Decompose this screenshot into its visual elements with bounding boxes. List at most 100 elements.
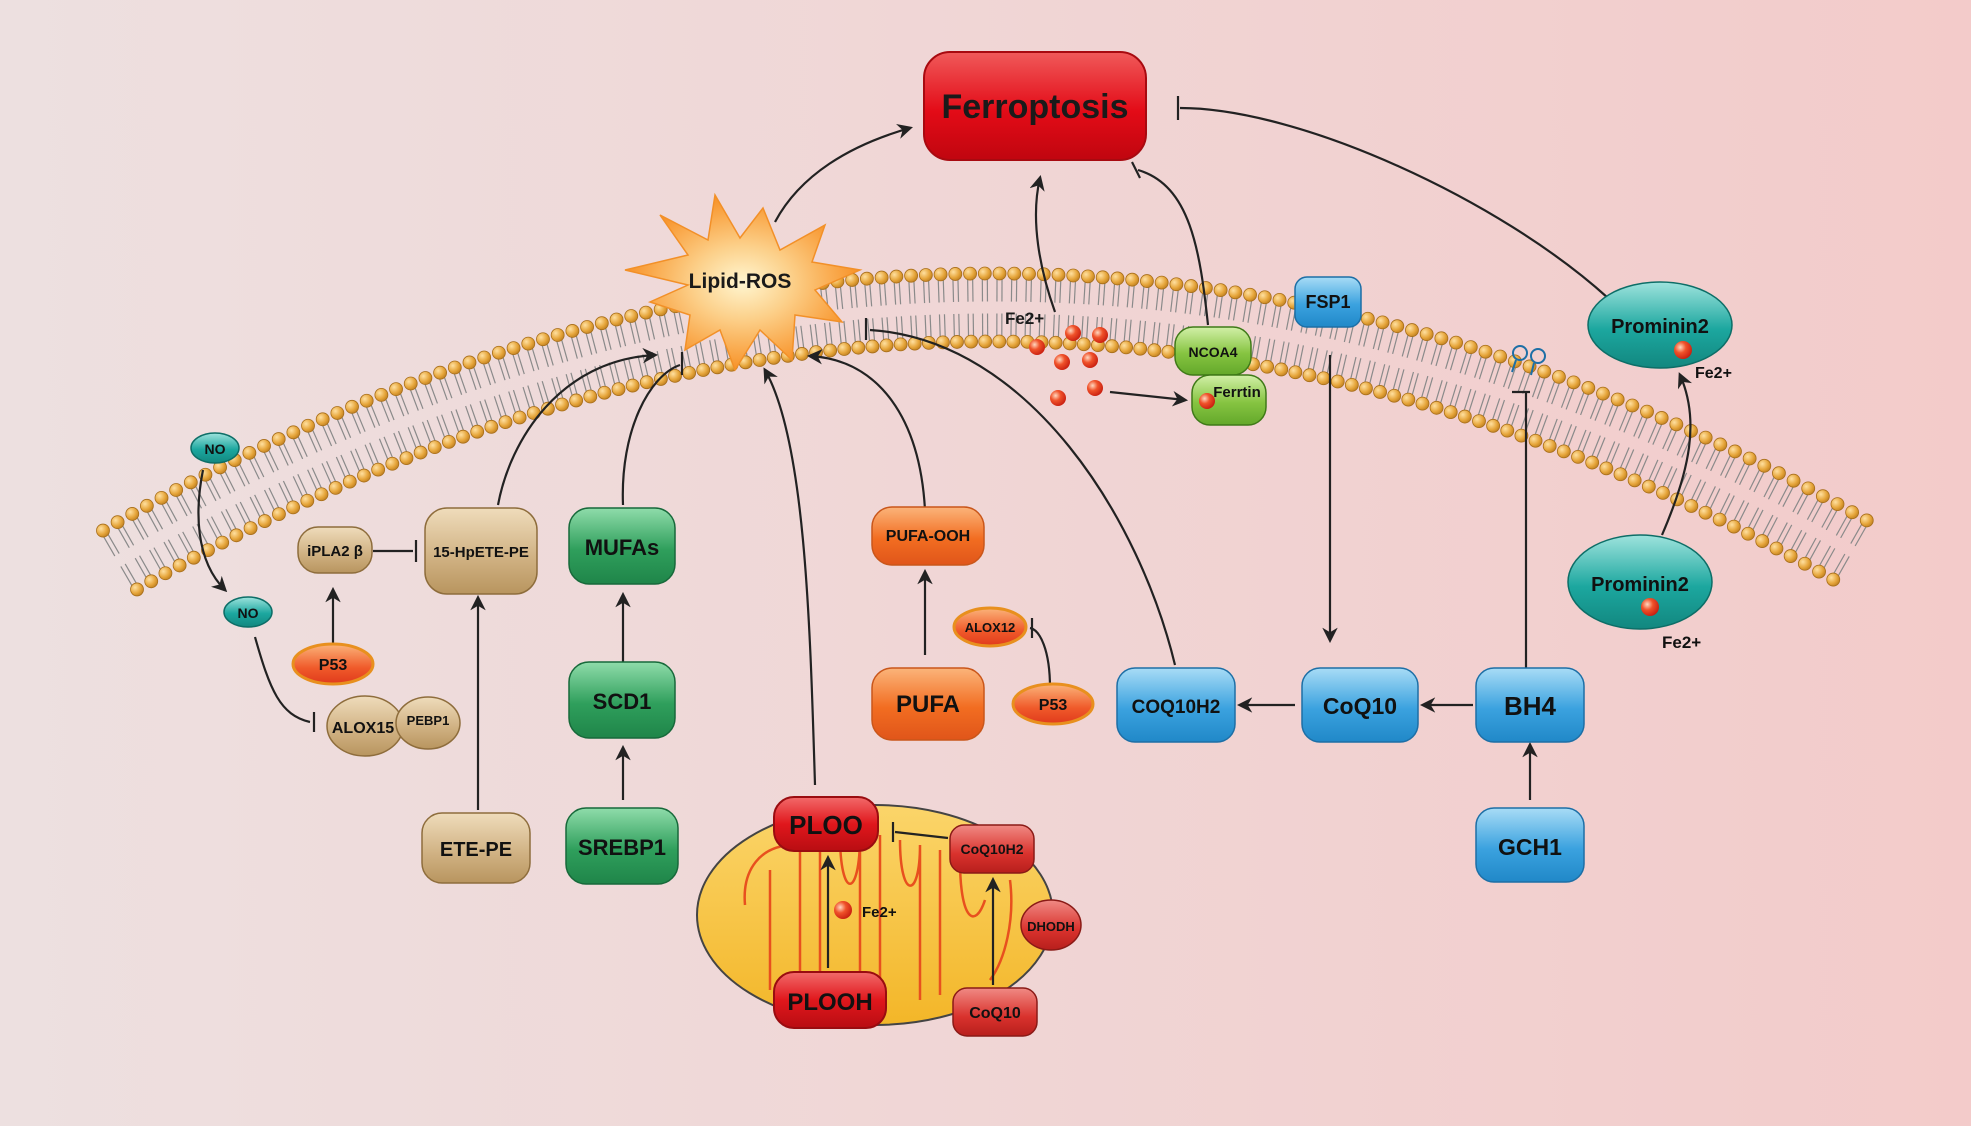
ploo-node: PLOO	[774, 797, 878, 851]
bh4-node: BH4	[1476, 668, 1584, 742]
lipid-head	[1126, 273, 1139, 286]
lipid-head	[1273, 293, 1286, 306]
lipid-head	[595, 317, 608, 330]
svg-text:Prominin2: Prominin2	[1611, 316, 1709, 338]
mufas-node: MUFAs	[569, 508, 675, 584]
coq10h2-mito-node: CoQ10H2	[950, 825, 1034, 873]
lipid-head	[640, 376, 653, 389]
svg-text:Ferrtin: Ferrtin	[1213, 384, 1261, 401]
svg-text:DHODH: DHODH	[1027, 919, 1075, 934]
lipid-head	[951, 335, 964, 348]
lipid-head	[434, 366, 447, 379]
lipid-head	[1402, 393, 1415, 406]
iron-ion-icon	[1641, 598, 1659, 616]
svg-text:CoQ10H2: CoQ10H2	[960, 841, 1023, 857]
lipid-head	[626, 379, 639, 392]
lipid-head	[598, 386, 611, 399]
svg-text:MUFAs: MUFAs	[585, 535, 660, 560]
lipid-head	[442, 435, 455, 448]
iron-ion-icon	[1092, 327, 1108, 343]
lipid-head	[1444, 406, 1457, 419]
lipid-head	[964, 267, 977, 280]
ferritin-node: Ferrtin	[1192, 375, 1266, 425]
lipid-head	[343, 475, 356, 488]
svg-text:ALOX15: ALOX15	[332, 720, 394, 737]
coq10h2-node: COQ10H2	[1117, 668, 1235, 742]
lipid-head	[243, 446, 256, 459]
lipid-head	[866, 340, 879, 353]
lipid-head	[965, 335, 978, 348]
svg-text:iPLA2 β: iPLA2 β	[307, 543, 363, 560]
lipid-head	[1067, 269, 1080, 282]
lipid-head	[375, 388, 388, 401]
lipid-head	[625, 309, 638, 322]
lipid-head	[507, 342, 520, 355]
svg-text:FSP1: FSP1	[1305, 292, 1350, 312]
lipid-head	[1586, 456, 1599, 469]
lipid-head	[1303, 369, 1316, 382]
lipid-head	[894, 338, 907, 351]
svg-text:PEBP1: PEBP1	[407, 713, 450, 728]
iron-ion-icon	[1029, 339, 1045, 355]
lipid-head	[767, 351, 780, 364]
lipid-head	[1714, 438, 1727, 451]
lipid-head	[1543, 439, 1556, 452]
lipid-head	[1501, 424, 1514, 437]
lipid-head	[1096, 271, 1109, 284]
lipid-head	[346, 400, 359, 413]
lipid-head	[170, 484, 183, 497]
iron-ion-icon	[1054, 354, 1070, 370]
lipid-head	[1552, 370, 1565, 383]
pufa-node: PUFA	[872, 668, 984, 740]
lipid-head	[428, 441, 441, 454]
lipid-head	[1148, 344, 1161, 357]
lipid-head	[96, 524, 109, 537]
lipid-head	[1798, 557, 1811, 570]
svg-text:NCOA4: NCOA4	[1188, 344, 1237, 360]
lipid-head	[187, 551, 200, 564]
lipid-head	[301, 494, 314, 507]
lipid-head	[230, 529, 243, 542]
fe2-prominin-top-label: Fe2+	[1695, 365, 1732, 382]
lipid-head	[795, 347, 808, 360]
lipid-head	[1472, 415, 1485, 428]
lipid-head	[499, 416, 512, 429]
lipid-head	[1405, 324, 1418, 337]
lipid-head	[697, 364, 710, 377]
lipid-head	[1258, 291, 1271, 304]
lipid-head	[1656, 486, 1669, 499]
lipid-head	[131, 583, 144, 596]
lipid-head	[1134, 342, 1147, 355]
lipid-head	[1155, 276, 1168, 289]
lipid-head	[272, 508, 285, 521]
lipid-head	[258, 515, 271, 528]
pufa-ooh-node: PUFA-OOH	[872, 507, 984, 565]
lipid-head	[357, 469, 370, 482]
lipid-head	[1572, 450, 1585, 463]
lipid-head	[1655, 411, 1668, 424]
lipid-head	[949, 267, 962, 280]
lipid-head	[1567, 376, 1580, 389]
lipid-head	[1376, 316, 1389, 329]
lipid-head	[1641, 405, 1654, 418]
svg-text:PUFA: PUFA	[896, 691, 960, 718]
lipid-head	[1450, 336, 1463, 349]
lipid-head	[668, 369, 681, 382]
p53-right-node: P53	[1013, 684, 1093, 724]
lipid-head	[1699, 506, 1712, 519]
svg-text:CoQ10: CoQ10	[1323, 693, 1397, 719]
lipid-head	[1494, 350, 1507, 363]
lipid-head	[329, 481, 342, 494]
lipid-head	[1052, 268, 1065, 281]
lipid-head	[753, 354, 766, 367]
lipid-head	[875, 271, 888, 284]
lipid-head	[1538, 365, 1551, 378]
svg-text:PLOOH: PLOOH	[787, 989, 872, 1016]
lipid-head	[1359, 382, 1372, 395]
lipid-head	[492, 346, 505, 359]
svg-text:P53: P53	[1039, 697, 1068, 714]
lipid-head	[126, 507, 139, 520]
lipid-head	[1214, 284, 1227, 297]
svg-text:COQ10H2: COQ10H2	[1132, 697, 1221, 718]
